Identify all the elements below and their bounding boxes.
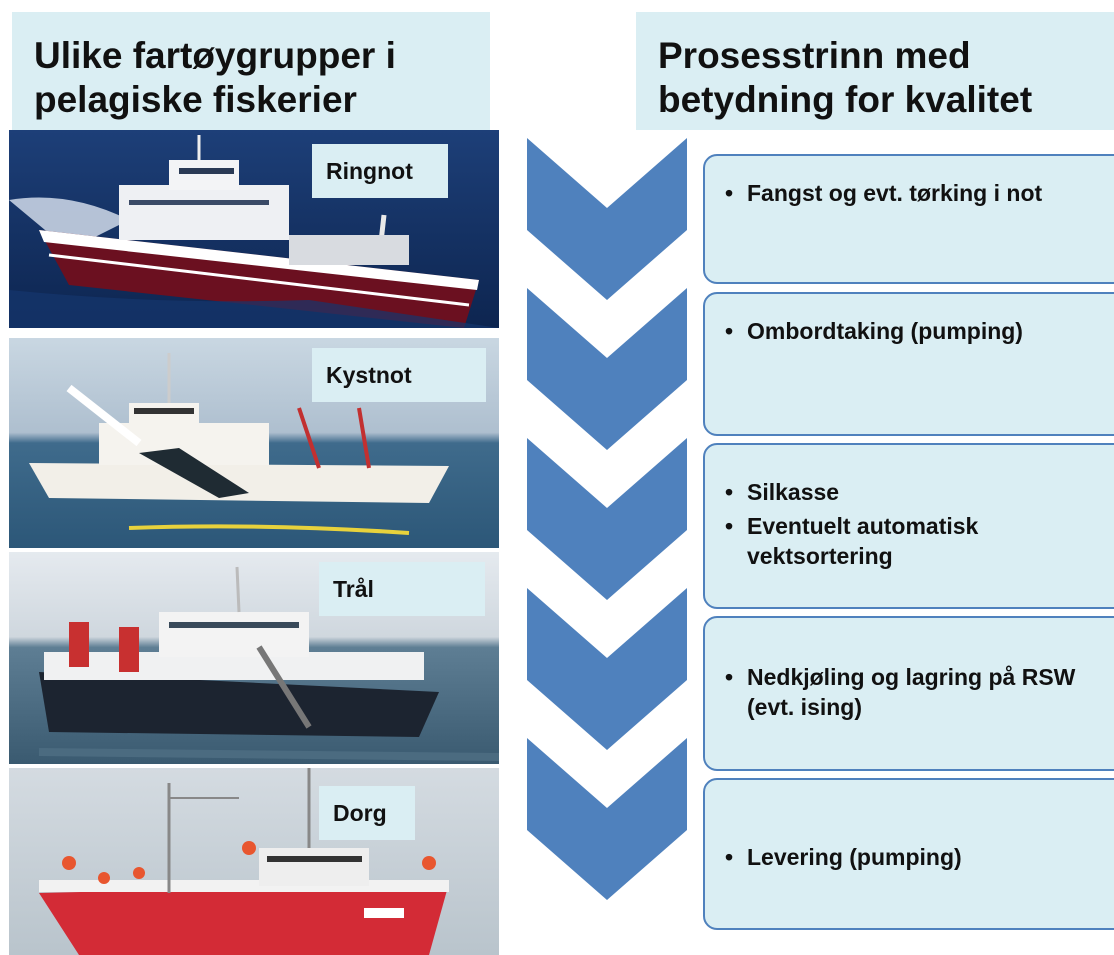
vessel-label-text: Kystnot — [326, 362, 412, 388]
chevron-4 — [527, 588, 687, 750]
chevron-1 — [527, 138, 687, 300]
photo-ringnot: Ringnot — [9, 130, 499, 328]
step-item: Ombordtaking (pumping) — [723, 316, 1114, 346]
step-box-3: Silkasse Eventuelt automatisk vektsorter… — [703, 443, 1114, 609]
dorg-vessel-image — [9, 768, 499, 955]
step-list: Silkasse Eventuelt automatisk vektsorter… — [723, 477, 1114, 571]
chevron-2 — [527, 288, 687, 450]
vessel-label-tral: Trål — [319, 562, 485, 616]
step-box-4: Nedkjøling og lagring på RSW (evt. ising… — [703, 616, 1114, 771]
vessel-label-kystnot: Kystnot — [312, 348, 486, 402]
header-left-line1: Ulike fartøygrupper i — [34, 35, 396, 76]
step-box-1: Fangst og evt. tørking i not — [703, 154, 1114, 284]
step-box-2: Ombordtaking (pumping) — [703, 292, 1114, 436]
step-list: Fangst og evt. tørking i not — [723, 178, 1114, 208]
photo-kystnot: Kystnot — [9, 338, 499, 548]
step-item: Fangst og evt. tørking i not — [723, 178, 1114, 208]
header-right-line1: Prosesstrinn med — [658, 35, 971, 76]
photo-dorg: Dorg — [9, 768, 499, 955]
vessel-label-text: Ringnot — [326, 158, 413, 184]
vessel-label-dorg: Dorg — [319, 786, 415, 840]
step-item: Nedkjøling og lagring på RSW (evt. ising… — [723, 662, 1107, 722]
step-item: Levering (pumping) — [723, 842, 1114, 872]
photo-tral: Trål — [9, 552, 499, 764]
step-list: Ombordtaking (pumping) — [723, 316, 1114, 346]
header-process-steps: Prosesstrinn med betydning for kvalitet — [636, 12, 1114, 130]
process-chevrons — [527, 138, 687, 900]
vessel-label-text: Trål — [333, 576, 374, 602]
vessel-label-text: Dorg — [333, 800, 387, 826]
chevron-3 — [527, 438, 687, 600]
header-right-line2: betydning for kvalitet — [658, 79, 1033, 120]
header-left-line2: pelagiske fiskerier — [34, 79, 357, 120]
step-list: Nedkjøling og lagring på RSW (evt. ising… — [723, 662, 1114, 722]
step-list: Levering (pumping) — [723, 842, 1114, 872]
step-item: Silkasse — [723, 477, 1114, 507]
step-box-5: Levering (pumping) — [703, 778, 1114, 930]
chevron-5 — [527, 738, 687, 900]
kystnot-vessel-image — [9, 338, 499, 548]
vessel-label-ringnot: Ringnot — [312, 144, 448, 198]
header-vessel-groups: Ulike fartøygrupper i pelagiske fiskerie… — [12, 12, 490, 130]
step-item: Eventuelt automatisk vektsortering — [723, 511, 1047, 571]
